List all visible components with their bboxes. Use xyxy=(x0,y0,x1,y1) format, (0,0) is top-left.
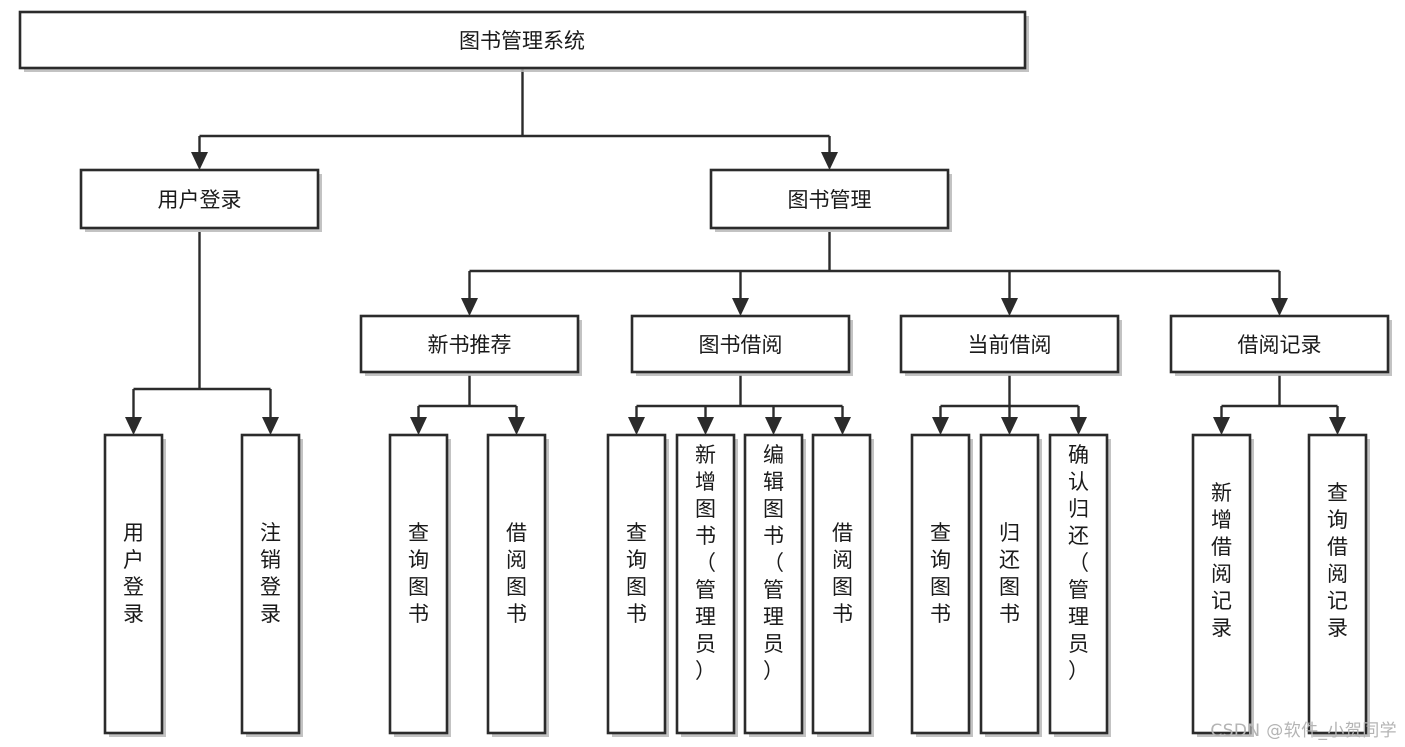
node-root-label: 图书管理系统 xyxy=(459,29,585,53)
node-leaf-return-book[interactable]: 归还图书 xyxy=(979,433,1042,737)
node-leaf-query-book-2-label: 查询图书 xyxy=(626,521,647,626)
node-leaf-add-book-label: 新增图书（管理员） xyxy=(695,443,716,683)
node-leaf-edit-book-label: 编辑图书（管理员） xyxy=(763,443,784,683)
csdn-watermark: CSDN @软件_小贺同学 xyxy=(1210,721,1397,741)
node-book-borrow[interactable]: 图书借阅 xyxy=(630,314,853,376)
node-leaf-query-book-1-label: 查询图书 xyxy=(408,521,429,626)
node-borrow-record[interactable]: 借阅记录 xyxy=(1169,314,1392,376)
arrow-head-icon xyxy=(932,417,949,435)
node-new-book-recommend-label: 新书推荐 xyxy=(428,333,512,357)
node-borrow-record-label: 借阅记录 xyxy=(1238,333,1322,357)
node-leaf-add-record-label: 新增借阅记录 xyxy=(1211,481,1232,640)
node-leaf-query-book-1[interactable]: 查询图书 xyxy=(388,433,451,737)
node-leaf-borrow-book-1[interactable]: 借阅图书 xyxy=(486,433,549,737)
arrow-head-icon xyxy=(461,298,478,316)
node-user-login-label: 用户登录 xyxy=(158,188,242,212)
arrow-head-icon xyxy=(732,298,749,316)
arrow-head-icon xyxy=(697,417,714,435)
arrow-head-icon xyxy=(125,417,142,435)
node-leaf-confirm-return[interactable]: 确认归还（管理员） xyxy=(1048,433,1111,737)
node-root-system[interactable]: 图书管理系统 xyxy=(18,10,1029,72)
node-leaf-confirm-return-label: 确认归还（管理员） xyxy=(1068,443,1089,683)
node-leaf-user-login[interactable]: 用户登录 xyxy=(103,433,166,737)
node-leaf-logout-login[interactable]: 注销登录 xyxy=(240,433,303,737)
arrow-head-icon xyxy=(765,417,782,435)
node-leaf-add-record[interactable]: 新增借阅记录 xyxy=(1191,433,1254,737)
arrow-head-icon xyxy=(834,417,851,435)
arrow-head-icon xyxy=(1329,417,1346,435)
arrow-head-icon xyxy=(628,417,645,435)
arrow-head-icon xyxy=(1070,417,1087,435)
node-leaf-query-record[interactable]: 查询借阅记录 xyxy=(1307,433,1370,737)
node-user-login[interactable]: 用户登录 xyxy=(79,168,322,232)
arrow-head-icon xyxy=(1001,417,1018,435)
arrow-head-icon xyxy=(1271,298,1288,316)
node-book-management[interactable]: 图书管理 xyxy=(709,168,952,232)
arrow-head-icon xyxy=(191,152,208,170)
node-current-borrow[interactable]: 当前借阅 xyxy=(899,314,1122,376)
connector-group xyxy=(125,68,1346,435)
node-leaf-edit-book[interactable]: 编辑图书（管理员） xyxy=(743,433,806,737)
node-leaf-add-book[interactable]: 新增图书（管理员） xyxy=(675,433,738,737)
arrow-head-icon xyxy=(508,417,525,435)
node-leaf-query-record-label: 查询借阅记录 xyxy=(1327,481,1348,640)
node-leaf-query-book-3-label: 查询图书 xyxy=(930,521,951,626)
node-leaf-query-book-3[interactable]: 查询图书 xyxy=(910,433,973,737)
node-leaf-borrow-book-1-label: 借阅图书 xyxy=(506,521,527,626)
node-leaf-borrow-book-2[interactable]: 借阅图书 xyxy=(811,433,874,737)
arrow-head-icon xyxy=(410,417,427,435)
node-leaf-borrow-book-2-label: 借阅图书 xyxy=(832,521,853,626)
node-current-borrow-label: 当前借阅 xyxy=(968,333,1052,357)
node-new-book-recommend[interactable]: 新书推荐 xyxy=(359,314,582,376)
node-leaf-query-book-2[interactable]: 查询图书 xyxy=(606,433,669,737)
node-leaf-logout-login-label: 注销登录 xyxy=(260,521,281,626)
node-book-borrow-label: 图书借阅 xyxy=(699,333,783,357)
node-book-management-label: 图书管理 xyxy=(788,188,872,212)
node-leaf-return-book-label: 归还图书 xyxy=(999,521,1020,626)
arrow-head-icon xyxy=(262,417,279,435)
arrow-head-icon xyxy=(821,152,838,170)
node-leaf-user-login-label: 用户登录 xyxy=(123,521,144,626)
arrow-head-icon xyxy=(1001,298,1018,316)
arrow-head-icon xyxy=(1213,417,1230,435)
